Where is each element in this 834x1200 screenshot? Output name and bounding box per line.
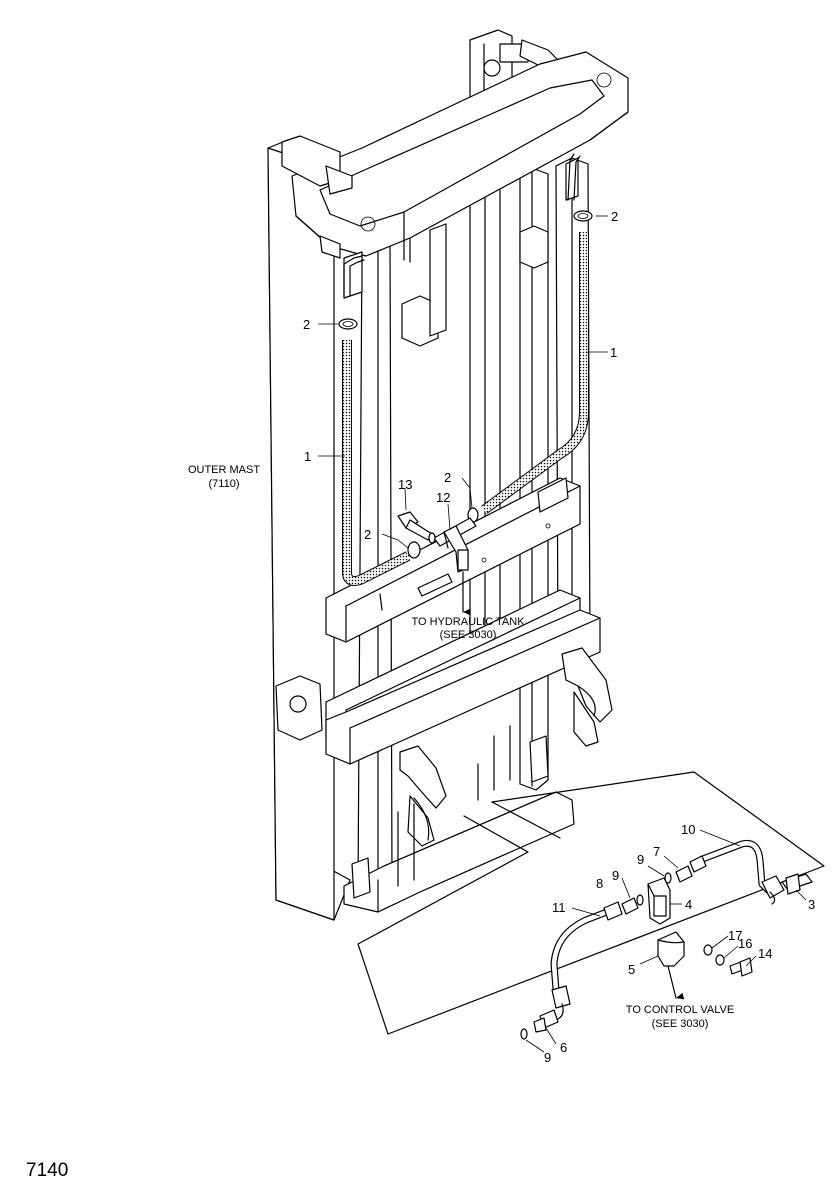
callout-12: 12 <box>436 490 450 505</box>
callout-16: 16 <box>738 936 752 951</box>
swivel-fitting-4 <box>647 877 671 925</box>
o-ring-9-mid <box>636 894 644 906</box>
top-crosshead <box>281 29 629 263</box>
lift-bracket-right <box>561 647 613 747</box>
note-to-control-valve: TO CONTROL VALVE <box>626 1004 734 1016</box>
note-outer-mast: OUTER MAST <box>188 464 260 476</box>
note-to-hydraulic-tank: TO HYDRAULIC TANK <box>411 616 525 628</box>
hose-right <box>481 232 589 515</box>
callout-11: 11 <box>552 900 566 915</box>
callout-14: 14 <box>758 946 772 961</box>
o-ring-right-top <box>573 210 593 222</box>
callout-7: 7 <box>653 844 660 859</box>
o-ring-9-upper <box>664 872 672 884</box>
callout-5: 5 <box>628 962 635 977</box>
callout-9-lower: 9 <box>544 1050 551 1065</box>
washer-17 <box>703 944 713 956</box>
callout-1-left: 1 <box>304 449 311 464</box>
mast-base <box>343 725 575 913</box>
callout-1-right: 1 <box>610 345 617 360</box>
o-ring-left-tee <box>407 541 421 559</box>
callout-6: 6 <box>560 1040 567 1055</box>
callout-2-left-top: 2 <box>303 317 310 332</box>
o-ring-left-top <box>338 318 358 330</box>
o-ring-9-lower <box>520 1028 528 1040</box>
page-number: 7140 <box>26 1160 68 1181</box>
hose-10 <box>689 839 785 905</box>
callout-labels: 2 2 1 1 13 12 2 2 10 7 9 9 8 4 3 11 17 1… <box>303 209 815 1065</box>
callout-17: 17 <box>728 928 742 943</box>
leader-lines <box>318 215 807 1053</box>
callout-2-tee-right: 2 <box>444 470 451 485</box>
lift-cylinder-tops <box>343 153 581 297</box>
callout-2-tee-left: 2 <box>364 527 371 542</box>
note-outer-mast-ref: (7110) <box>209 478 240 490</box>
callout-9-mid: 9 <box>612 868 619 883</box>
lower-cross-member <box>325 609 601 765</box>
callout-9-upper: 9 <box>637 852 644 867</box>
banjo-bolt <box>397 511 436 544</box>
upper-cross-member <box>325 477 581 643</box>
fitting-3 <box>781 873 813 895</box>
notes: OUTER MAST (7110) TO HYDRAULIC TANK (SEE… <box>188 464 734 1030</box>
tee-fitting <box>433 517 477 573</box>
bolt-14 <box>729 957 753 977</box>
lift-bracket-left <box>399 745 447 847</box>
callout-3: 3 <box>808 897 815 912</box>
hose-11 <box>550 901 623 1021</box>
arrow-to-control-valve <box>667 965 685 1000</box>
callout-10: 10 <box>681 822 695 837</box>
callout-2-right-top: 2 <box>611 209 618 224</box>
fitting-7 <box>675 865 693 883</box>
mast-assembly <box>267 29 629 921</box>
hose-left <box>342 340 411 586</box>
fitting-6 <box>533 1009 559 1033</box>
note-to-control-valve-ref: (SEE 3030) <box>652 1018 709 1030</box>
callout-4: 4 <box>685 897 692 912</box>
upper-hydraulic-piping <box>338 210 593 616</box>
note-to-hydraulic-tank-ref: (SEE 3030) <box>440 629 497 641</box>
bracket-5 <box>657 931 685 967</box>
washer-16 <box>715 954 725 966</box>
detail-view <box>357 771 825 1040</box>
callout-13: 13 <box>398 477 412 492</box>
fitting-8 <box>621 897 639 915</box>
callout-8: 8 <box>596 876 603 891</box>
